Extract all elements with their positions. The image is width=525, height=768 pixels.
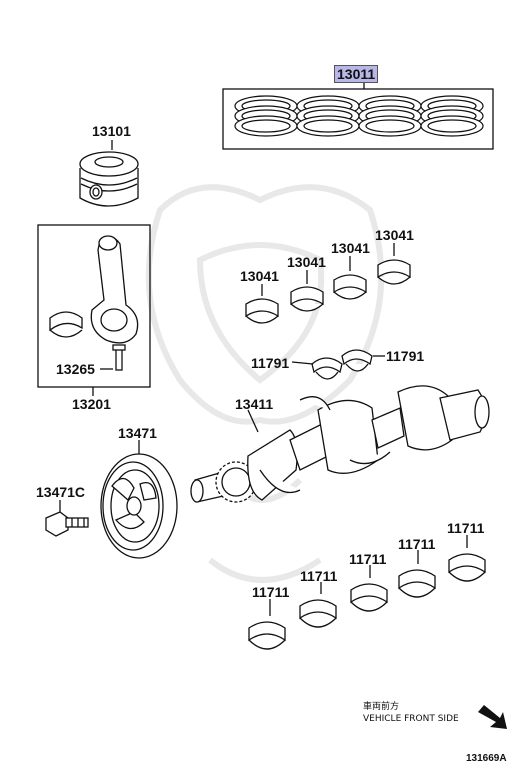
- thrust-washers: [291, 349, 385, 380]
- conrod-bearings: [245, 243, 411, 324]
- part-label-13265[interactable]: 13265: [56, 361, 95, 377]
- ring-stack: [420, 95, 484, 137]
- part-label-11791-left[interactable]: 11791: [251, 355, 290, 371]
- part-label-13411[interactable]: 13411: [235, 396, 274, 412]
- part-label-13011[interactable]: 13011: [334, 65, 379, 83]
- ring-stack: [358, 95, 422, 137]
- part-label-13041-a[interactable]: 13041: [240, 268, 279, 284]
- piston-ring-set: [222, 82, 494, 150]
- crankshaft-pulley: [100, 440, 178, 559]
- crankshaft: [190, 385, 490, 503]
- pulley-bolt: [45, 500, 89, 537]
- part-label-11711-a[interactable]: 11711: [252, 584, 290, 600]
- main-bearings: [248, 535, 486, 650]
- part-label-13471[interactable]: 13471: [118, 425, 157, 441]
- part-label-11711-c[interactable]: 11711: [349, 551, 387, 567]
- part-label-13041-c[interactable]: 13041: [331, 240, 370, 256]
- part-label-13201[interactable]: 13201: [72, 396, 111, 412]
- part-label-11791-right[interactable]: 11791: [386, 348, 425, 364]
- direction-note-english: VEHICLE FRONT SIDE: [363, 714, 459, 724]
- connecting-rod-assembly: [37, 224, 151, 396]
- arrow-down-right-icon: [478, 705, 507, 729]
- part-label-13041-d[interactable]: 13041: [375, 227, 414, 243]
- part-label-11711-e[interactable]: 11711: [447, 520, 485, 536]
- part-label-11711-b[interactable]: 11711: [300, 568, 338, 584]
- part-label-11711-d[interactable]: 11711: [398, 536, 436, 552]
- part-label-13041-b[interactable]: 13041: [287, 254, 326, 270]
- part-label-13471C[interactable]: 13471C: [36, 484, 86, 500]
- ring-stack: [234, 95, 298, 137]
- direction-note-japanese: 車両前方: [363, 702, 400, 712]
- ring-stack: [296, 95, 360, 137]
- piston: [79, 140, 139, 207]
- part-label-13101[interactable]: 13101: [92, 123, 131, 139]
- figure-id: 131669A: [466, 753, 507, 764]
